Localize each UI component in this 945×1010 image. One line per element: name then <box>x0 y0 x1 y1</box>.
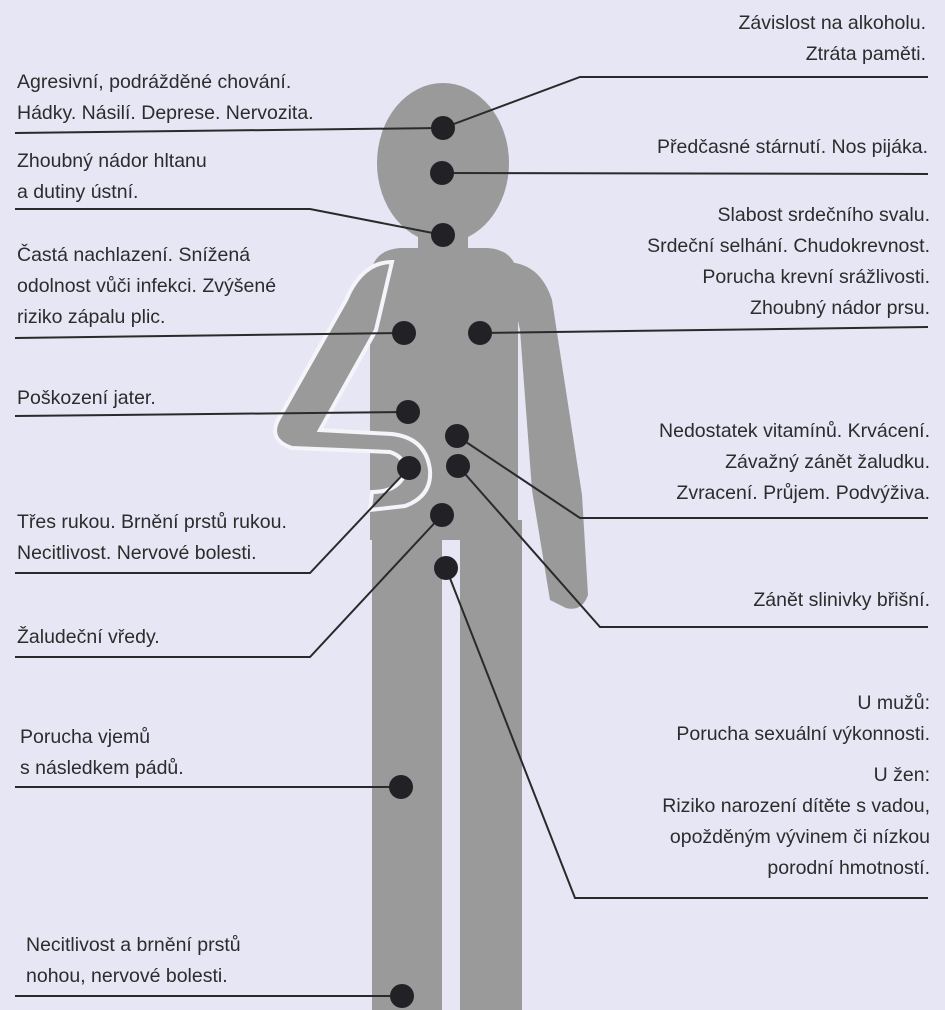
label-ulcer: Žaludeční vředy. <box>17 622 160 653</box>
label-line: Poškození jater. <box>17 383 156 414</box>
label-line: Agresivní, podrážděné chování. <box>17 67 314 98</box>
label-line: Předčasné stárnutí. Nos pijáka. <box>657 132 928 163</box>
label-tremor: Třes rukou. Brnění prstů rukou. Necitliv… <box>17 507 287 569</box>
line-alcohol <box>443 77 928 128</box>
dot-lung <box>392 321 416 345</box>
dot-head <box>431 116 455 140</box>
label-line: U žen: <box>662 760 930 791</box>
label-line: Zhoubný nádor prsu. <box>647 293 930 324</box>
label-line: Necitlivost. Nervové bolesti. <box>17 538 287 569</box>
dot-heart <box>468 321 492 345</box>
label-line: Necitlivost a brnění prstů <box>26 930 241 961</box>
dot-hand <box>397 456 421 480</box>
dot-liver <box>396 400 420 424</box>
label-line: Závažný zánět žaludku. <box>659 447 930 478</box>
label-line: Třes rukou. Brnění prstů rukou. <box>17 507 287 538</box>
label-line: Žaludeční vředy. <box>17 622 160 653</box>
dot-foot <box>390 984 414 1008</box>
dot-genital <box>434 556 458 580</box>
label-line: odolnost vůči infekci. Zvýšené <box>17 271 276 302</box>
dot-ulcer <box>430 503 454 527</box>
label-perception: Porucha vjemů s následkem pádů. <box>20 722 184 784</box>
label-aging: Předčasné stárnutí. Nos pijáka. <box>657 132 928 163</box>
dot-throat <box>431 223 455 247</box>
dot-nose <box>430 161 454 185</box>
label-throat: Zhoubný nádor hltanu a dutiny ústní. <box>17 146 207 208</box>
label-line: Zhoubný nádor hltanu <box>17 146 207 177</box>
label-line: Ztráta paměti. <box>738 39 926 70</box>
label-line: Nedostatek vitamínů. Krvácení. <box>659 416 930 447</box>
label-line: nohou, nervové bolesti. <box>26 961 241 992</box>
left-leg <box>372 520 442 1010</box>
right-leg <box>460 520 522 1010</box>
label-line: Zvracení. Průjem. Podvýživa. <box>659 478 930 509</box>
label-line: s následkem pádů. <box>20 753 184 784</box>
label-alcohol: Závislost na alkoholu. Ztráta paměti. <box>738 8 926 70</box>
label-line: Porucha sexuální výkonnosti. <box>676 719 930 750</box>
label-line: Porucha krevní srážlivosti. <box>647 262 930 293</box>
label-line: Porucha vjemů <box>20 722 184 753</box>
body-silhouette <box>275 83 588 1010</box>
label-line: a dutiny ústní. <box>17 177 207 208</box>
label-pancreas: Zánět slinivky břišní. <box>753 585 930 616</box>
label-line: Slabost srdečního svalu. <box>647 200 930 231</box>
label-line: Zánět slinivky břišní. <box>753 585 930 616</box>
label-infection: Častá nachlazení. Snížená odolnost vůči … <box>17 240 276 333</box>
dot-thigh <box>389 775 413 799</box>
label-line: riziko zápalu plic. <box>17 302 276 333</box>
dot-pancreas <box>446 454 470 478</box>
line-throat <box>15 209 443 235</box>
label-feet: Necitlivost a brnění prstů nohou, nervov… <box>26 930 241 992</box>
label-line: U mužů: <box>676 688 930 719</box>
label-line: Srdeční selhání. Chudokrevnost. <box>647 231 930 262</box>
label-line: opožděným vývinem či nízkou <box>662 822 930 853</box>
label-behaviour: Agresivní, podrážděné chování. Hádky. Ná… <box>17 67 314 129</box>
dot-stomach <box>445 424 469 448</box>
label-stomach: Nedostatek vitamínů. Krvácení. Závažný z… <box>659 416 930 509</box>
label-line: porodní hmotností. <box>662 853 930 884</box>
label-line: Hádky. Násilí. Deprese. Nervozita. <box>17 98 314 129</box>
label-men: U mužů: Porucha sexuální výkonnosti. <box>676 688 930 750</box>
label-line: Častá nachlazení. Snížená <box>17 240 276 271</box>
label-women: U žen: Riziko narození dítěte s vadou, o… <box>662 760 930 884</box>
label-heart: Slabost srdečního svalu. Srdeční selhání… <box>647 200 930 324</box>
label-liver: Poškození jater. <box>17 383 156 414</box>
label-line: Riziko narození dítěte s vadou, <box>662 791 930 822</box>
line-aging <box>442 173 928 174</box>
label-line: Závislost na alkoholu. <box>738 8 926 39</box>
